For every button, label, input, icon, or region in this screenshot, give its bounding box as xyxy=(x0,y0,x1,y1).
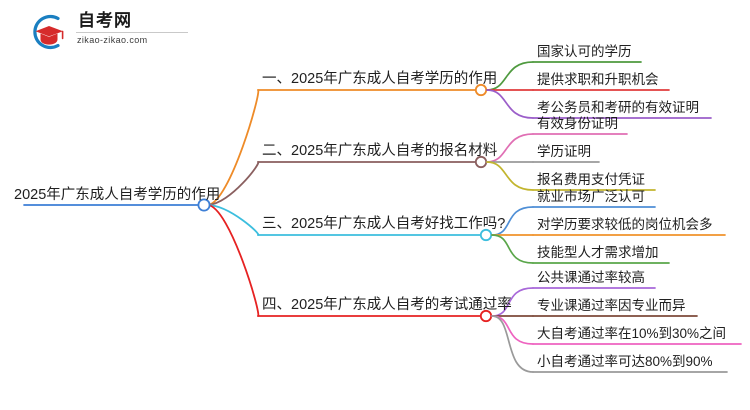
connector-curve xyxy=(207,89,260,206)
root-topic-label[interactable]: 2025年广东成人自考学历的作用 xyxy=(14,187,221,203)
connector-curve xyxy=(207,161,259,206)
branch-label-3[interactable]: 三、2025年广东成人自考好找工作吗? xyxy=(262,216,506,232)
connector-curve xyxy=(207,204,260,317)
connector-curve xyxy=(491,315,534,345)
leaf-label-4-2[interactable]: 专业课通过率因专业而异 xyxy=(537,298,686,313)
leaf-label-3-3[interactable]: 技能型人才需求增加 xyxy=(537,245,659,260)
logo-wordmark: 自考网 zikao-zikao.com xyxy=(76,10,196,52)
leaf-label-2-1[interactable]: 有效身份证明 xyxy=(537,116,618,131)
leaf-label-1-2[interactable]: 提供求职和升职机会 xyxy=(537,72,659,87)
leaf-label-4-1[interactable]: 公共课通过率较高 xyxy=(537,270,645,285)
branch-label-1[interactable]: 一、2025年广东成人自考学历的作用 xyxy=(262,71,498,87)
leaf-label-2-2[interactable]: 学历证明 xyxy=(537,144,591,159)
graduation-cap-icon xyxy=(33,14,64,50)
leaf-label-3-2[interactable]: 对学历要求较低的岗位机会多 xyxy=(537,217,713,232)
connector-curve xyxy=(491,315,534,373)
leaf-label-1-1[interactable]: 国家认可的学历 xyxy=(537,44,632,59)
site-logo: 自考网 zikao-zikao.com xyxy=(28,10,198,54)
connector-curve xyxy=(486,89,534,119)
logo-divider xyxy=(76,32,188,33)
leaf-label-4-4[interactable]: 小自考通过率可达80%到90% xyxy=(537,354,713,369)
logo-url: zikao-zikao.com xyxy=(77,35,148,45)
leaf-label-4-3[interactable]: 大自考通过率在10%到30%之间 xyxy=(537,326,727,341)
connector-curve xyxy=(491,234,534,264)
branch-label-4[interactable]: 四、2025年广东成人自考的考试通过率 xyxy=(262,297,512,313)
branch-label-2[interactable]: 二、2025年广东成人自考的报名材料 xyxy=(262,143,498,159)
logo-name: 自考网 xyxy=(78,11,132,30)
connector-curve xyxy=(486,161,534,191)
leaf-label-1-3[interactable]: 考公务员和考研的有效证明 xyxy=(537,100,699,115)
leaf-label-2-3[interactable]: 报名费用支付凭证 xyxy=(537,172,645,187)
node-dot[interactable] xyxy=(197,198,211,212)
leaf-label-3-1[interactable]: 就业市场广泛认可 xyxy=(537,189,645,204)
